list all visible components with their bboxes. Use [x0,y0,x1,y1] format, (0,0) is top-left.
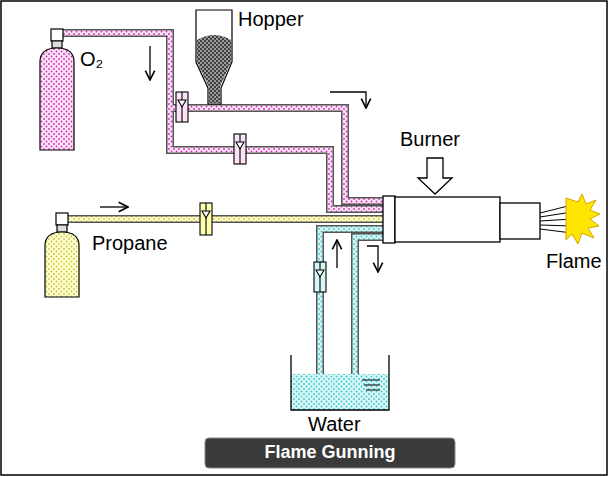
burner-pointer-arrow [418,158,452,194]
flowmeter [176,92,188,122]
oxygen-pipes [57,33,383,209]
flowmeter [234,134,246,164]
caption: Flame Gunning [264,443,395,463]
flame [566,194,600,244]
flowmeter [200,203,212,235]
caption-plate [205,438,455,468]
part-label: Flame [546,250,602,272]
water-pipes [320,229,383,395]
oxygen-cylinder [40,29,74,150]
gas-label: Propane [92,232,168,254]
powder-hopper [196,10,232,104]
propane-pipe [62,219,383,220]
part-label: Water [308,413,361,435]
burner [383,196,540,243]
water-tank [291,355,389,410]
propane-cylinder [45,213,79,297]
part-label: Hopper [238,8,304,30]
flowmeter [314,262,326,292]
gas-label: O₂ [80,48,103,70]
part-label: Burner [400,128,460,150]
